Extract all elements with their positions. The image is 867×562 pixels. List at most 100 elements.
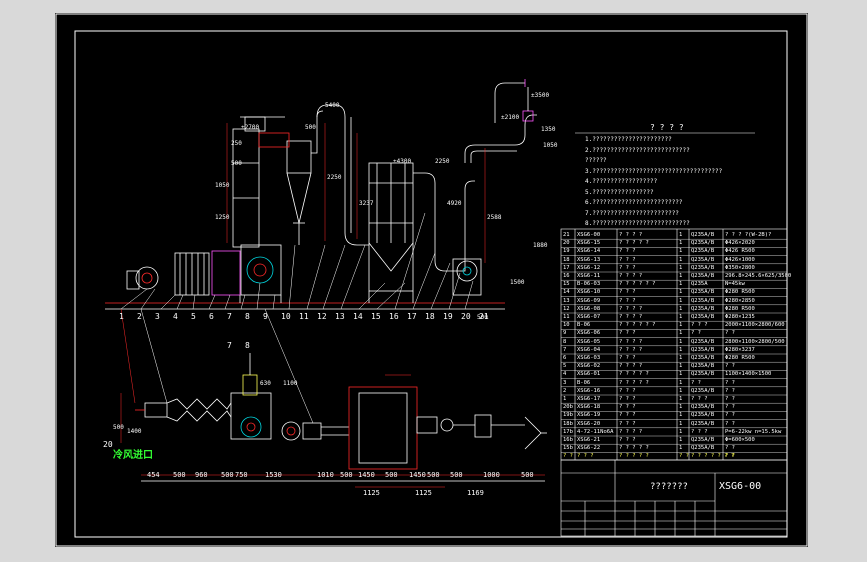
bom-cell: ? ? [725, 420, 735, 427]
dimension-value: 250 [231, 140, 242, 147]
callout-number: 19 [443, 312, 453, 321]
bom-cell: 1 [679, 281, 683, 288]
bom-cell: Φ280 R500 [725, 289, 755, 296]
bom-cell: XSG6-21 [577, 437, 601, 443]
cad-viewport[interactable]: ? ? ? ? 1.??????????????????????2.??????… [55, 13, 808, 547]
bom-cell: ? ? [725, 379, 735, 386]
bom-cell: XSG6-19 [577, 412, 601, 419]
bom-cell: ? ? ? [691, 396, 708, 402]
bom-cell: 20b [563, 404, 573, 411]
bom-cell: 1 [679, 355, 683, 361]
bom-cell: 1 [679, 428, 683, 435]
dimension-value: 1250 [215, 214, 230, 221]
bom-cell: ? ? [691, 330, 701, 337]
dimension-value: 500 [340, 471, 353, 479]
bom-cell: XSG6-13 [577, 256, 601, 263]
callout-number: 12 [317, 312, 327, 321]
bom-cell: XSG6-09 [577, 297, 601, 304]
bom-cell: 1 [679, 387, 683, 394]
bom-cell: ? ? ? ? ? [619, 240, 649, 247]
bom-cell: Q235A/B [691, 404, 715, 411]
bom-cell: 4 [563, 371, 567, 378]
bom-cell: 15 [563, 281, 570, 288]
dimension-value: 1350 [541, 126, 556, 133]
bom-cell: ? ? ? ? [619, 305, 643, 312]
plan-view [120, 308, 547, 488]
bom-cell: ? ? ? [619, 355, 636, 361]
bom-cell: XSG6-00 [577, 232, 601, 238]
bom-cell: ? ? ? ? ? [619, 379, 649, 386]
bom-cell: 1 [679, 379, 683, 386]
callout-number: 14 [353, 312, 363, 321]
dimension-value: 1400 [127, 428, 142, 435]
bom-cell: Φ350×2800 [725, 264, 755, 271]
bom-cell: Q235A/B [691, 256, 715, 263]
bom-cell: 1 [679, 412, 683, 419]
bom-cell: 1 [679, 297, 683, 304]
bom-cell: ? ? [725, 412, 735, 419]
bom-cell: Q235A/B [691, 412, 715, 419]
dimension-value: 500 [477, 314, 488, 321]
callout-number: 18 [425, 312, 435, 321]
callout-number: 8 [245, 341, 250, 350]
drawing-number: XSG6-00 [719, 481, 762, 492]
bom-header-cell: ? ? [563, 453, 573, 460]
bom-cell: 1 [679, 322, 683, 329]
bom-cell: Q235A/B [691, 387, 715, 394]
callout-number: 21 [479, 312, 489, 321]
elevation-view [105, 79, 537, 310]
bom-table [560, 228, 788, 537]
dimension-value: 454 [147, 471, 160, 479]
bom-cell: Q235A/B [691, 445, 715, 452]
bom-cell: Φ426 R500 [725, 248, 755, 255]
bom-cell: Φ280×1235 [725, 314, 755, 320]
bom-cell: Q235A/B [691, 232, 715, 238]
dimension-value: 500 [427, 471, 440, 479]
bom-row-lines [561, 238, 787, 453]
callout-number: 8 [245, 312, 250, 321]
bom-cell: XSG6-01 [577, 371, 601, 378]
bom-cell: 1 [679, 273, 683, 279]
dimension-value: 500 [521, 471, 534, 479]
bom-cell: Q235A/B [691, 248, 715, 255]
bom-cell: ? ? ? ? [619, 273, 643, 279]
bom-cell: 1 [679, 264, 683, 271]
bom-cell: 18b [563, 420, 573, 427]
bom-cell: ? ? ? [619, 412, 636, 419]
dimension-value: 1530 [265, 471, 282, 479]
bom-cell: 11 [563, 314, 570, 320]
bom-cell: 16 [563, 273, 570, 279]
dimension-value: 1169 [467, 489, 484, 497]
bom-cell: ? ? [725, 363, 735, 370]
bom-cell: ? ? ? [619, 404, 636, 411]
dimension-value: 1010 [317, 471, 334, 479]
bom-cell: ? ? ? ? ? [619, 371, 649, 378]
bom-header-cell: ? ? [679, 453, 689, 460]
dimension-value: 5400 [325, 102, 340, 109]
cold-air-inlet-label: 冷风进口 [113, 450, 153, 461]
bom-cell: 1 [679, 248, 683, 255]
bom-cell: ? ? ? ? [619, 428, 643, 435]
dimension-value: 2250 [327, 174, 342, 181]
bom-cell: XSG6-08 [577, 305, 601, 312]
bom-cell: ? ? ? ? [619, 314, 643, 320]
bom-cell: Q235A/B [691, 264, 715, 271]
bom-cell: ? ? ? ?(W-2B)? [725, 232, 772, 238]
bom-cell: Q235A/B [691, 305, 715, 312]
bom-cell: XSG6-15 [577, 240, 601, 247]
bom-cell: 9 [563, 330, 567, 337]
bom-cell: XSG6-02 [577, 363, 601, 370]
bom-cell: Q235A/B [691, 240, 715, 247]
bom-cell: 5 [563, 363, 567, 370]
dimension-value: 2588 [487, 214, 502, 221]
bom-cell: 1 [679, 314, 683, 320]
bom-cell: XSG6-10 [577, 289, 601, 296]
bom-cell: ? ? [725, 445, 735, 452]
bom-cell: 15b [563, 445, 573, 452]
bom-cell: 7 [563, 346, 567, 353]
dimension-value: 1500 [510, 279, 525, 286]
bom-cell: Q235A/B [691, 338, 715, 345]
bom-cell: ? ? ? [619, 256, 636, 263]
bom-cell: 1 [679, 371, 683, 378]
bom-cell: 1 [679, 363, 683, 370]
